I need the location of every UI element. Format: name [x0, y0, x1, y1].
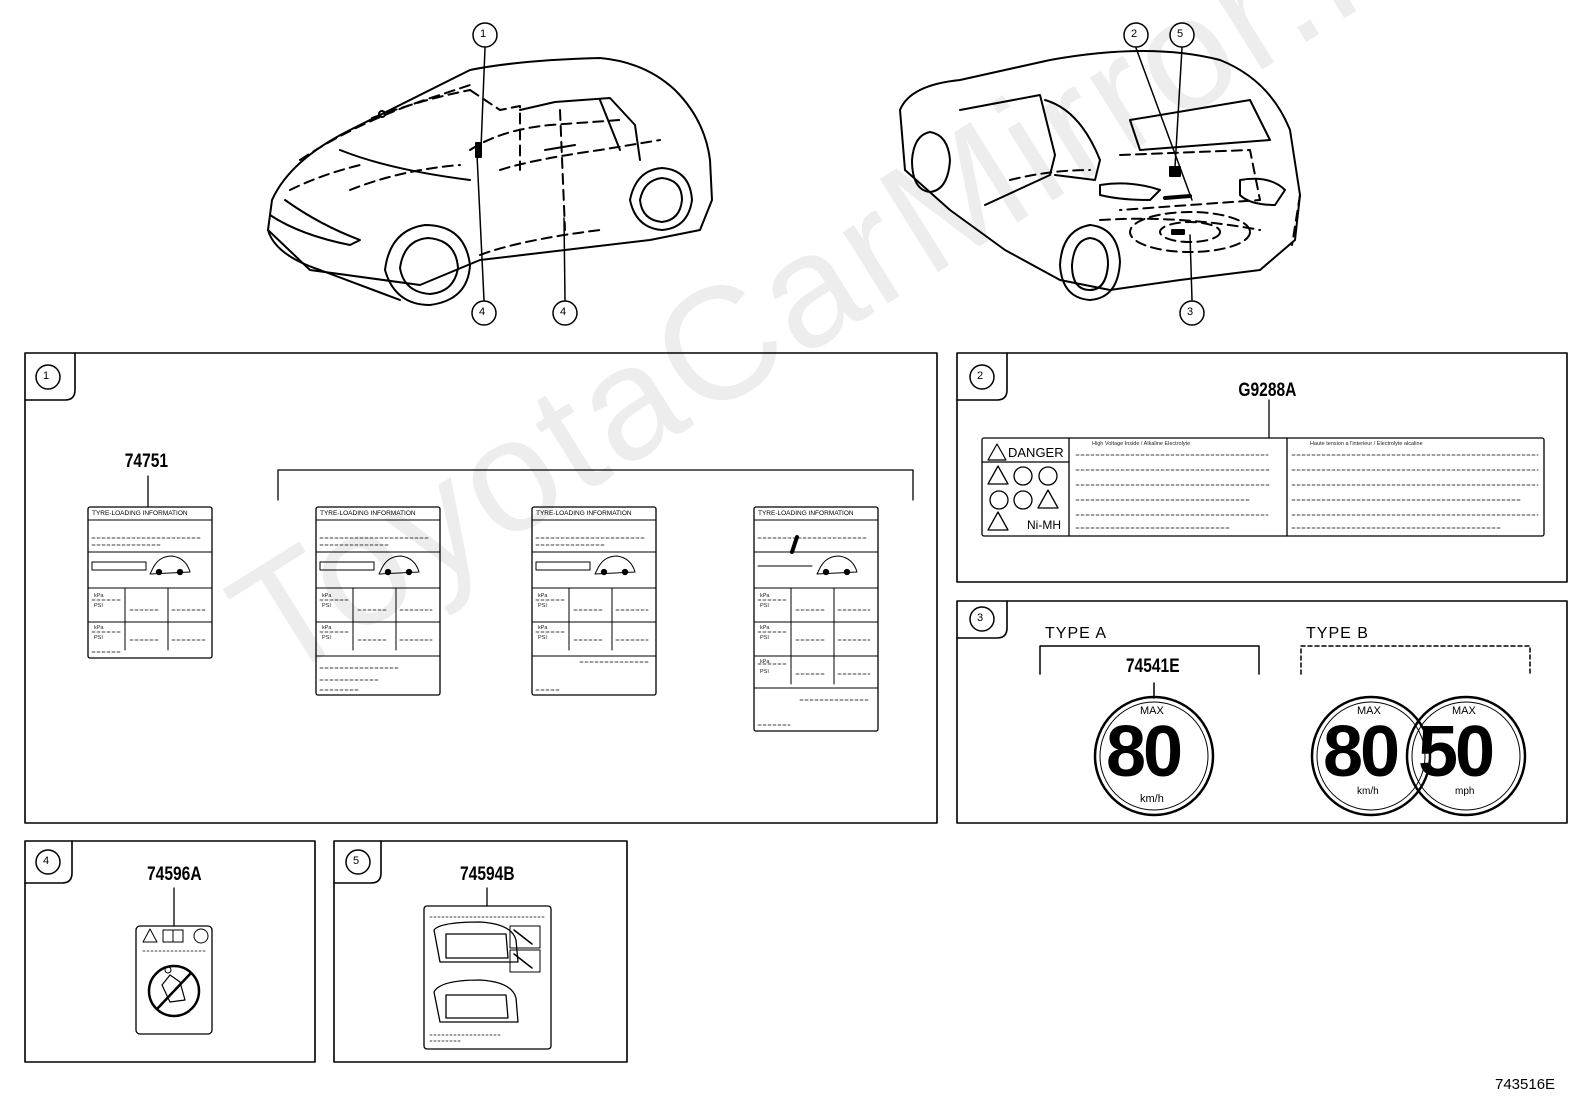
sticker-speed-mph: 50: [1418, 712, 1495, 792]
panel-callout-number: 3: [977, 612, 984, 624]
panel-callout-number: 2: [977, 370, 984, 382]
sticker-unit-mph: mph: [1455, 786, 1475, 797]
callout-number: 2: [1131, 28, 1138, 40]
callout-number: 5: [1177, 28, 1184, 40]
diagram-id: 743516E: [1495, 1076, 1556, 1093]
sticker-speed-kmh: 80: [1323, 712, 1400, 792]
panel-3-drawings: [1039, 645, 1531, 817]
tyre-psi-label: PSI: [538, 635, 547, 641]
callout-number: 4: [560, 306, 567, 318]
tyre-label-title: TYRE-LOADING INFORMATION: [758, 510, 854, 517]
tyre-kpa-label: kPa: [94, 625, 104, 631]
tyre-kpa-label: kPa: [538, 593, 548, 599]
sticker-max-label: MAX: [1357, 705, 1381, 717]
warning-text-en: High Voltage Inside / Alkaline Electroly…: [1092, 441, 1191, 447]
part-number-74596a: 74596A: [146, 864, 202, 885]
tyre-kpa-label: kPa: [94, 593, 104, 599]
tyre-psi-label: PSI: [94, 635, 103, 641]
type-a-heading: TYPE A: [1045, 625, 1108, 642]
part-number-g9288a: G9288A: [1238, 380, 1297, 401]
tyre-label-title: TYRE-LOADING INFORMATION: [536, 510, 632, 517]
car-rear-view: [899, 50, 1301, 301]
tyre-kpa-label: kPa: [760, 625, 770, 631]
tyre-psi-label: PSI: [760, 669, 769, 675]
battery-type: Ni-MH: [1027, 518, 1061, 532]
panel-4-drawings: [135, 887, 213, 1035]
tyre-kpa-label: kPa: [760, 593, 770, 599]
panel-callout-number: 4: [43, 855, 50, 867]
type-b-heading: TYPE B: [1306, 625, 1369, 642]
danger-heading: DANGER: [1008, 445, 1064, 460]
panel-2-drawings: [981, 399, 1545, 537]
tyre-psi-label: PSI: [322, 603, 331, 609]
panel-frames: [24, 352, 1568, 1063]
callout-number: 3: [1187, 306, 1194, 318]
panel-callouts: [35, 364, 995, 875]
tyre-psi-label: PSI: [538, 603, 547, 609]
tyre-psi-label: PSI: [760, 603, 769, 609]
panel-5-drawings: [423, 887, 552, 1050]
panel-callout-number: 1: [43, 370, 50, 382]
part-number-74594b: 74594B: [459, 864, 515, 885]
tyre-kpa-label: kPa: [760, 659, 770, 665]
sticker-speed-kmh: 80: [1106, 712, 1183, 792]
tyre-label-title: TYRE-LOADING INFORMATION: [92, 510, 188, 517]
tyre-kpa-label: kPa: [322, 593, 332, 599]
tyre-label-title: TYRE-LOADING INFORMATION: [320, 510, 416, 517]
panel-1-drawings: [87, 469, 914, 732]
sticker-max-label: MAX: [1452, 705, 1476, 717]
tyre-psi-label: PSI: [322, 635, 331, 641]
callout-leaders: [476, 47, 1193, 301]
tyre-psi-label: PSI: [760, 635, 769, 641]
tyre-psi-label: PSI: [94, 603, 103, 609]
warning-text-fr: Haute tension a l'interieur / Electrolyt…: [1310, 441, 1423, 447]
tyre-kpa-label: kPa: [322, 625, 332, 631]
panel-callout-number: 5: [353, 855, 360, 867]
part-number-74751: 74751: [124, 451, 169, 472]
callout-number: 1: [480, 28, 487, 40]
part-number-74541e: 74541E: [1125, 656, 1180, 677]
car-front-view: [267, 57, 713, 306]
tyre-kpa-label: kPa: [538, 625, 548, 631]
sticker-unit-kmh: km/h: [1140, 793, 1164, 805]
sticker-max-label: MAX: [1140, 705, 1164, 717]
callout-number: 4: [479, 306, 486, 318]
callout-circles: [471, 22, 1205, 326]
sticker-unit-kmh: km/h: [1357, 786, 1379, 797]
